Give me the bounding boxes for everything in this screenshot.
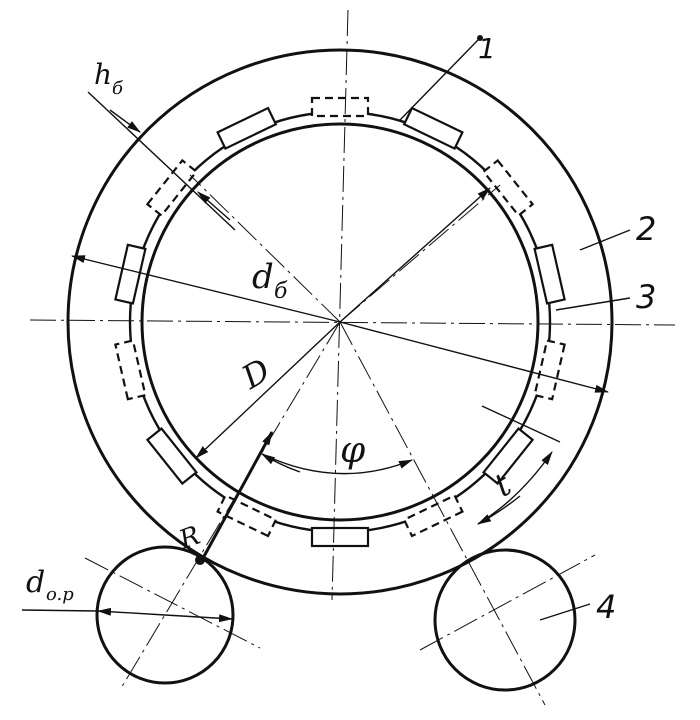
dim-h-arrow-2 bbox=[197, 191, 231, 221]
leader-3 bbox=[555, 297, 631, 311]
vertical-centerline bbox=[331, 9, 349, 601]
liner-segment bbox=[216, 106, 278, 151]
dim-h-leader bbox=[87, 91, 236, 231]
inner-bore-circle bbox=[140, 122, 540, 522]
liner-segment-hidden bbox=[145, 158, 198, 217]
label-d-op: d bbox=[26, 565, 45, 600]
label-d-op-sub: o.p bbox=[46, 584, 74, 605]
liner-segment-hidden bbox=[310, 96, 370, 118]
dim-t-ext-1 bbox=[481, 405, 561, 443]
dim-D-upper bbox=[339, 187, 491, 323]
part-number-2: 2 bbox=[636, 210, 656, 248]
part-number-1: 1 bbox=[478, 32, 496, 65]
dim-t-arc-start bbox=[477, 495, 521, 525]
liner-segment-hidden bbox=[114, 339, 147, 401]
label-h-sub: б bbox=[112, 78, 124, 99]
label-phi: φ bbox=[340, 430, 366, 471]
roller-left bbox=[95, 545, 235, 685]
liner-segment-hidden bbox=[402, 493, 464, 538]
label-D: D bbox=[234, 351, 276, 397]
label-R: R bbox=[175, 521, 205, 556]
dim-d-b-left bbox=[71, 255, 341, 323]
dim-d-op-right bbox=[164, 614, 233, 623]
radial-line-right bbox=[339, 321, 546, 706]
dim-R bbox=[200, 431, 274, 561]
dim-d-b-right bbox=[339, 321, 609, 393]
liner-segment-hidden bbox=[482, 158, 535, 217]
liner-segment bbox=[114, 243, 147, 305]
dim-phi-arc-start bbox=[261, 453, 301, 473]
leader-2 bbox=[579, 229, 631, 251]
liner-segment bbox=[482, 427, 535, 486]
leader-1-dot bbox=[477, 35, 483, 41]
roller-right bbox=[433, 548, 577, 692]
label-d-sub: б bbox=[274, 279, 288, 304]
dim-d-op-leader bbox=[21, 609, 99, 612]
dim-h-arrow-1 bbox=[109, 109, 141, 133]
liner-segment-hidden bbox=[533, 339, 566, 401]
horizontal-centerline bbox=[29, 319, 676, 326]
dimension-lines bbox=[21, 39, 631, 623]
roller-right-axis bbox=[419, 554, 596, 651]
outer-ring bbox=[66, 48, 614, 596]
liner-segment bbox=[402, 106, 464, 151]
liner-segment bbox=[533, 243, 566, 305]
part-number-4: 4 bbox=[596, 588, 616, 626]
leader-1 bbox=[399, 39, 479, 121]
liner-segment bbox=[145, 427, 198, 486]
dim-d-op-left bbox=[97, 607, 166, 616]
dim-phi-arc bbox=[261, 453, 413, 475]
leader-4 bbox=[539, 603, 591, 621]
liner-segment bbox=[310, 526, 370, 548]
label-h: h bbox=[94, 58, 112, 91]
part-number-3: 3 bbox=[636, 278, 656, 316]
dim-D-lower bbox=[195, 321, 341, 459]
roller-contact-dot bbox=[195, 555, 205, 565]
radial-line-upper-left bbox=[189, 174, 341, 323]
radial-line-upper-right bbox=[339, 184, 501, 323]
label-d: d bbox=[252, 257, 274, 297]
